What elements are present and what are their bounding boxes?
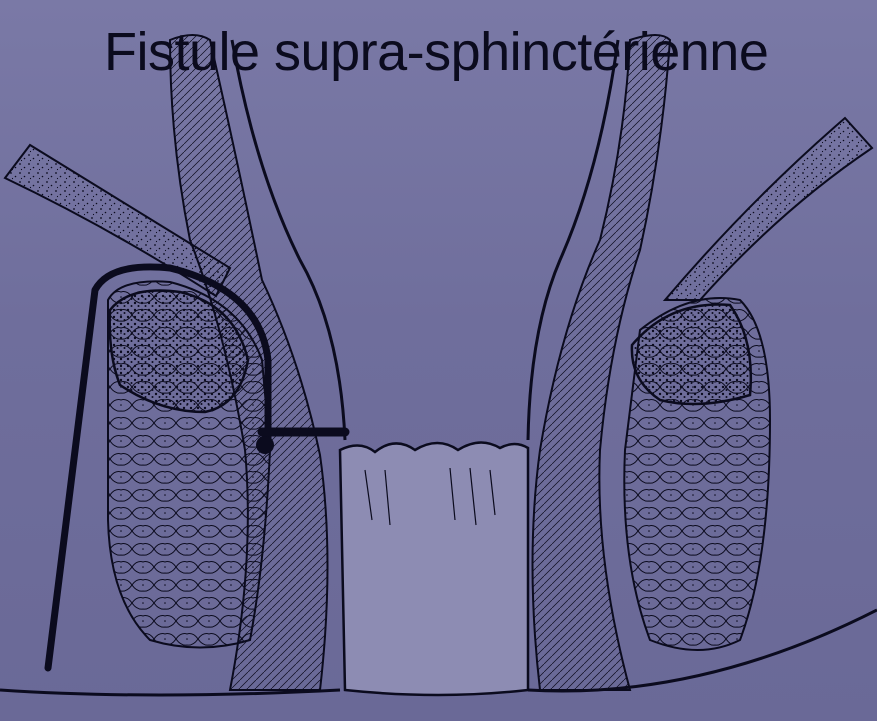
- anal-canal: [340, 442, 528, 695]
- right-levator-band: [665, 118, 872, 300]
- right-puborectalis-dense: [632, 305, 751, 405]
- fistula-crypt: [256, 436, 274, 454]
- slide-title: Fistule supra-sphinctérienne: [104, 22, 768, 82]
